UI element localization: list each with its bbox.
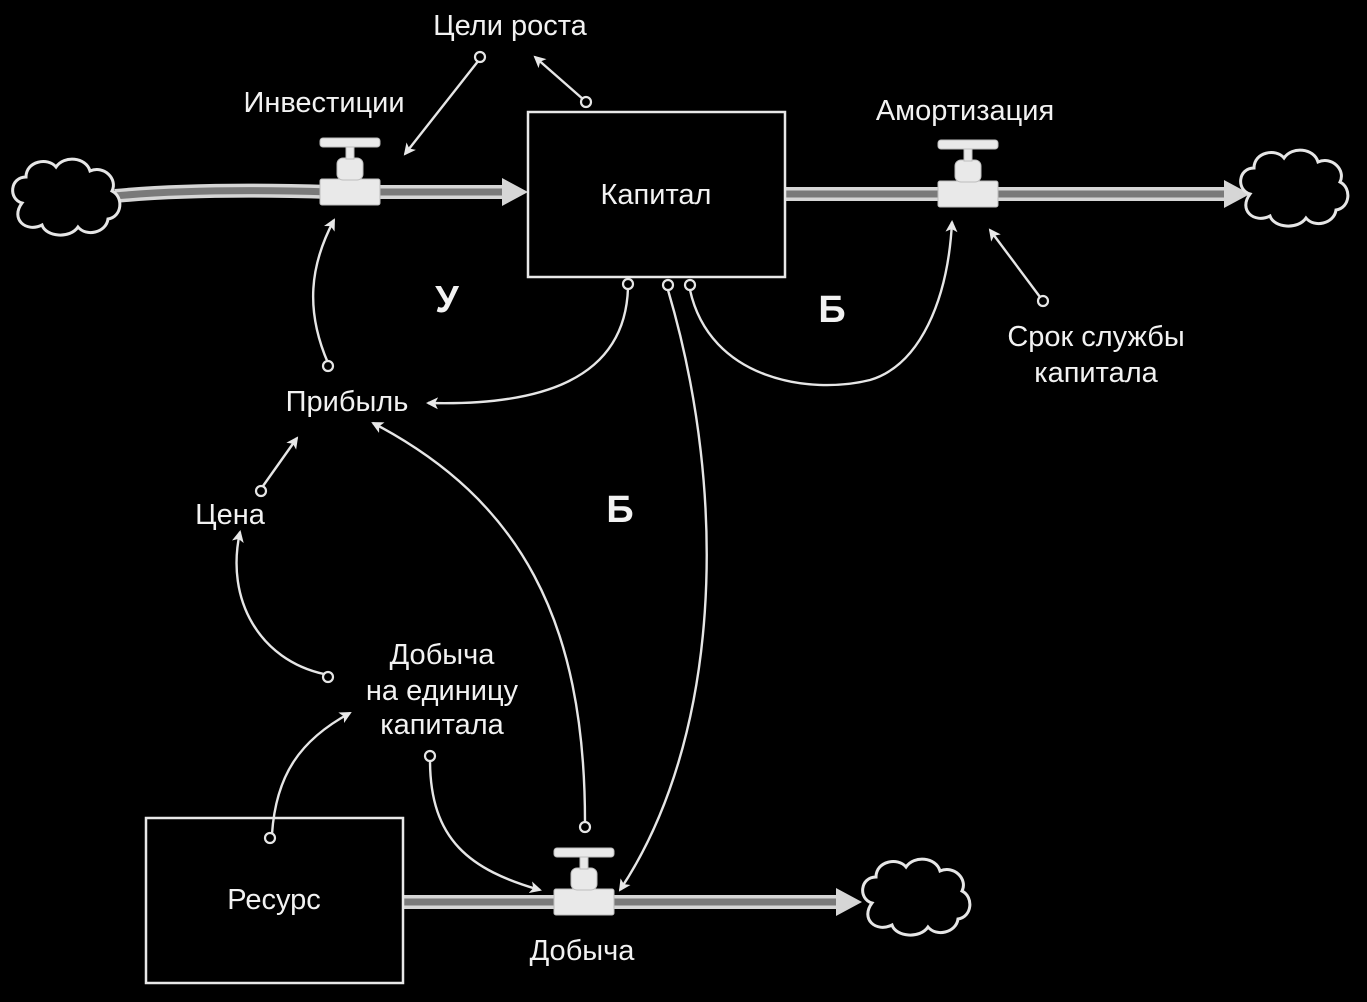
depreciation-label: Амортизация: [876, 95, 1054, 127]
link-resource-to-yield: [270, 711, 352, 835]
extraction-profit-connector-dot: [578, 820, 592, 834]
yield-label-line3: капитала: [380, 709, 504, 741]
extraction-sink-cloud-icon: [861, 857, 972, 937]
link-capital-to-profit: [426, 287, 630, 410]
link-capital-to-extraction: [618, 289, 708, 892]
investment-label: Инвестиции: [243, 87, 404, 119]
investment-valve-icon: [319, 137, 381, 206]
profit-label: Прибыль: [286, 386, 409, 418]
extraction-pipe: [404, 888, 862, 916]
resource-connector-dot: [263, 831, 277, 845]
link-lifetime-to-depreciation: [988, 228, 1041, 298]
capital-growth-connector-dot: [579, 95, 593, 109]
capital-stock-label: Капитал: [601, 179, 712, 211]
extraction-balancing-loop-marker: Б: [606, 489, 633, 531]
yield-price-connector-dot: [321, 670, 335, 684]
sink-cloud-icon: [1239, 148, 1350, 228]
yield-label-line1: Добыча: [390, 639, 496, 671]
yield-label-line2: на единицу: [366, 675, 519, 707]
capital-lifetime-label-line1: Срок службы: [1007, 321, 1184, 353]
depreciation-pipe-arrow: [1224, 180, 1250, 208]
lifetime-connector-dot: [1036, 294, 1050, 308]
reinforcing-loop-marker: У: [435, 279, 459, 321]
profit-connector-dot: [321, 359, 335, 373]
depreciation-valve-icon: [937, 139, 999, 208]
capital-extraction-connector-dot: [661, 278, 675, 292]
source-cloud-icon: [11, 157, 122, 237]
link-extraction-to-profit: [371, 421, 587, 823]
price-label: Цена: [195, 499, 266, 531]
price-connector-dot: [254, 484, 268, 498]
depreciation-balancing-loop-marker: Б: [818, 289, 845, 331]
yield-extraction-connector-dot: [423, 749, 437, 763]
link-yield-to-extraction: [428, 759, 542, 894]
link-price-to-profit: [262, 436, 299, 487]
extraction-label: Добыча: [530, 935, 636, 967]
capital-stock: Капитал: [526, 110, 787, 279]
extraction-pipe-arrow: [836, 888, 862, 916]
capital-depreciation-connector-dot: [683, 278, 697, 292]
capital-profit-connector-dot: [621, 277, 635, 291]
investment-pipe: [114, 178, 528, 206]
resource-stock: Ресурс: [144, 816, 405, 985]
capital-lifetime-label-line2: капитала: [1034, 357, 1158, 389]
link-growth-goals-to-investment: [403, 59, 480, 156]
growth-goals-connector-dot: [473, 50, 487, 64]
extraction-valve-icon: [553, 847, 615, 916]
growth-goals-label: Цели роста: [433, 10, 588, 42]
link-capital-to-growth-goals: [533, 55, 585, 101]
resource-stock-label: Ресурс: [227, 884, 321, 916]
link-profit-to-investment: [311, 218, 336, 364]
depreciation-pipe: [786, 180, 1250, 208]
link-yield-to-price: [231, 530, 325, 676]
link-capital-to-depreciation: [688, 220, 958, 387]
investment-pipe-arrow: [502, 178, 528, 206]
